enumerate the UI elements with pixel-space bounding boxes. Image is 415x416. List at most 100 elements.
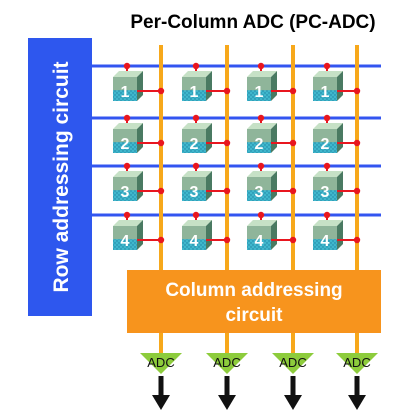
pixel-cell-r4-c4: 4 bbox=[313, 211, 361, 250]
pixel-photodiode-texture bbox=[113, 239, 137, 250]
pixel-side-face bbox=[206, 220, 212, 250]
pixel-number: 2 bbox=[321, 136, 330, 153]
pixel-top-face bbox=[113, 123, 143, 129]
column-junction-dot bbox=[157, 87, 165, 95]
pixel-cell-r1-c4: 1 bbox=[313, 62, 361, 101]
pixel-photodiode-texture bbox=[182, 90, 206, 101]
pixel-side-face bbox=[337, 220, 343, 250]
column-junction-dot bbox=[157, 139, 165, 147]
pixel-photodiode-texture bbox=[313, 190, 337, 201]
pixel-side-face bbox=[271, 171, 277, 201]
row-junction-dot bbox=[123, 62, 131, 70]
column-junction-dot bbox=[223, 87, 231, 95]
row-addressing-block: Row addressing circuit bbox=[28, 38, 92, 316]
row-addressing-label: Row addressing circuit bbox=[50, 61, 73, 292]
row-junction-dot bbox=[323, 114, 331, 122]
pixel-side-face bbox=[137, 123, 143, 153]
row-junction-dot bbox=[192, 162, 200, 170]
row-junction-dot bbox=[123, 114, 131, 122]
pixel-top-face bbox=[247, 220, 277, 226]
pixel-side-face bbox=[271, 220, 277, 250]
pixel-number: 3 bbox=[121, 184, 130, 201]
pixel-cell-r4-c2: 4 bbox=[182, 211, 231, 250]
column-junction-dot bbox=[157, 187, 165, 195]
pixel-photodiode-texture bbox=[247, 90, 271, 101]
column-junction-dot bbox=[223, 187, 231, 195]
pixel-number: 4 bbox=[255, 233, 264, 250]
pixel-cell-r1-c3: 1 bbox=[247, 62, 297, 101]
pixel-photodiode-texture bbox=[247, 190, 271, 201]
column-junction-dot bbox=[157, 236, 165, 244]
pixel-cell-r1-c2: 1 bbox=[182, 62, 231, 101]
pixel-side-face bbox=[337, 71, 343, 101]
pixel-cell-r3-c4: 3 bbox=[313, 162, 361, 201]
pixel-side-face bbox=[337, 123, 343, 153]
pixel-number: 4 bbox=[190, 233, 199, 250]
row-addressing-box bbox=[28, 38, 92, 316]
pixel-number: 3 bbox=[321, 184, 330, 201]
pixel-cell-r2-c2: 2 bbox=[182, 114, 231, 153]
adc-unit-2: ADC bbox=[206, 353, 248, 410]
pixel-cell-r2-c4: 2 bbox=[313, 114, 361, 153]
pixel-number: 2 bbox=[121, 136, 130, 153]
column-junction-dot bbox=[289, 139, 297, 147]
pixel-top-face bbox=[113, 220, 143, 226]
row-junction-dot bbox=[192, 62, 200, 70]
pixel-photodiode-texture bbox=[247, 239, 271, 250]
pixel-top-face bbox=[113, 71, 143, 77]
pixel-photodiode-texture bbox=[113, 142, 137, 153]
column-addressing-box bbox=[127, 270, 381, 333]
adc-triangle bbox=[336, 353, 378, 374]
pixel-top-face bbox=[113, 171, 143, 177]
pixel-side-face bbox=[206, 123, 212, 153]
row-junction-dot bbox=[123, 211, 131, 219]
pixel-number: 2 bbox=[190, 136, 199, 153]
row-address-lines bbox=[92, 64, 381, 217]
output-arrow-head bbox=[218, 395, 236, 410]
adc-label: ADC bbox=[147, 355, 174, 370]
pixel-photodiode-texture bbox=[182, 239, 206, 250]
pixel-top-face bbox=[182, 71, 212, 77]
pixel-cell-r3-c2: 3 bbox=[182, 162, 231, 201]
pixel-photodiode-texture bbox=[113, 190, 137, 201]
pixel-number: 1 bbox=[121, 84, 130, 101]
pixel-number: 4 bbox=[121, 233, 130, 250]
pixel-top-face bbox=[182, 220, 212, 226]
column-junction-dot bbox=[289, 87, 297, 95]
pixel-photodiode-texture bbox=[113, 90, 137, 101]
output-arrow-head bbox=[152, 395, 170, 410]
adc-label: ADC bbox=[279, 355, 306, 370]
pixel-top-face bbox=[247, 71, 277, 77]
pixel-cell-r4-c3: 4 bbox=[247, 211, 297, 250]
adc-triangle bbox=[206, 353, 248, 374]
pixel-cell-r3-c1: 3 bbox=[113, 162, 165, 201]
pixel-number: 1 bbox=[255, 84, 264, 101]
adc-unit-1: ADC bbox=[140, 353, 182, 410]
pixel-number: 1 bbox=[190, 84, 199, 101]
pixel-side-face bbox=[206, 71, 212, 101]
row-junction-dot bbox=[323, 62, 331, 70]
pixel-top-face bbox=[313, 171, 343, 177]
row-junction-dot bbox=[257, 114, 265, 122]
column-addressing-block: Column addressing circuit bbox=[127, 270, 381, 333]
output-arrow-head bbox=[284, 395, 302, 410]
column-junction-dot bbox=[289, 236, 297, 244]
pixel-side-face bbox=[137, 171, 143, 201]
pixel-side-face bbox=[206, 171, 212, 201]
pixel-cell-r2-c1: 2 bbox=[113, 114, 165, 153]
column-addressing-label-line2: circuit bbox=[225, 305, 283, 326]
pixel-cell-r1-c1: 1 bbox=[113, 62, 165, 101]
pixel-cell-r3-c3: 3 bbox=[247, 162, 297, 201]
pixel-side-face bbox=[337, 171, 343, 201]
adc-triangle bbox=[272, 353, 314, 374]
pixel-photodiode-texture bbox=[247, 142, 271, 153]
pixel-top-face bbox=[313, 123, 343, 129]
adc-unit-3: ADC bbox=[272, 353, 314, 410]
pixel-side-face bbox=[271, 123, 277, 153]
pixel-top-face bbox=[182, 123, 212, 129]
column-junction-dot bbox=[353, 236, 361, 244]
column-junction-dot bbox=[353, 87, 361, 95]
pixel-top-face bbox=[247, 123, 277, 129]
